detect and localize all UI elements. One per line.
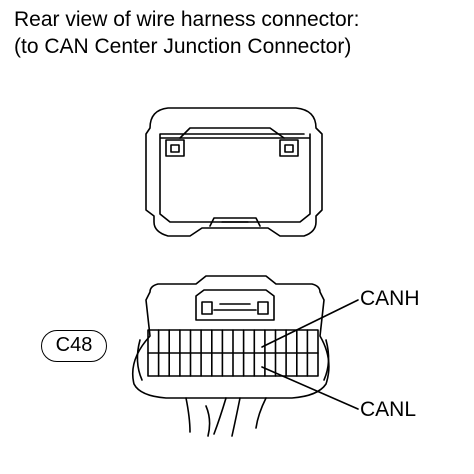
top-connector-latch-right	[279, 139, 299, 157]
top-connector-lock-ramp	[179, 127, 285, 139]
top-connector-latch-left	[165, 139, 185, 157]
canl-pin-label: CANL	[360, 398, 417, 421]
terminal-grid-column-dividers	[157, 329, 309, 377]
top-connector-inner-frame	[159, 133, 311, 223]
caption-line-2: (to CAN Center Junction Connector)	[14, 35, 352, 58]
top-connector-side-view	[145, 107, 323, 237]
top-connector-body	[145, 107, 323, 237]
canl-leader-line	[261, 366, 359, 410]
bottom-connector-outer-body	[131, 275, 330, 399]
connector-code-badge: C48	[41, 330, 107, 362]
canh-leader-line	[261, 299, 359, 348]
wire-harness-bundle	[185, 397, 267, 437]
top-connector-bottom-tab	[209, 217, 261, 227]
bottom-connector-lock	[195, 289, 275, 321]
bottom-connector-side-rib-right	[323, 339, 330, 381]
canh-pin-label: CANH	[360, 287, 420, 310]
bottom-connector-side-rib-left	[136, 339, 143, 381]
bottom-connector-rear-view	[131, 275, 330, 437]
caption-line-1: Rear view of wire harness connector:	[14, 8, 360, 31]
